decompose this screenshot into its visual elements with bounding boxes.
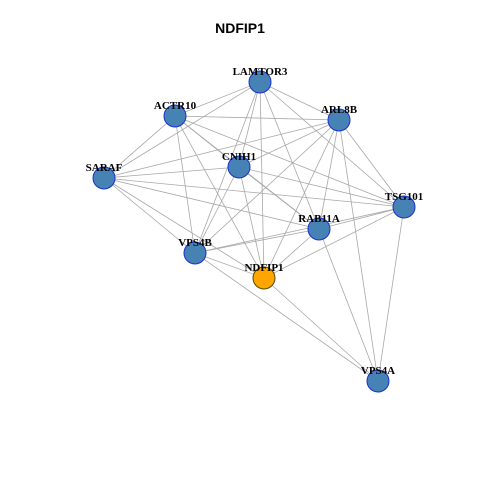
edge-arl8b-cnih1 (238, 119, 340, 168)
edge-cnih1-saraf (103, 166, 240, 179)
node-rab11a[interactable]: RAB11A (298, 213, 340, 241)
edge-saraf-vps4b (103, 177, 196, 254)
edge-tsg101-vps4a (377, 206, 405, 382)
graph-title: NDFIP1 (215, 20, 265, 36)
node-circle[interactable] (163, 104, 187, 128)
node-circle[interactable] (92, 166, 116, 190)
edge-vps4b-vps4a (194, 252, 379, 382)
edge-rab11a-vps4a (318, 228, 379, 382)
node-ndfip1[interactable]: NDFIP1 (244, 262, 284, 290)
edge-ndfip1-vps4a (263, 277, 379, 382)
edge-lamtor3-saraf (103, 81, 261, 179)
node-label: VPS4B (178, 237, 212, 249)
edge-rab11a-ndfip1 (263, 228, 320, 279)
edge-arl8b-ndfip1 (263, 119, 340, 279)
node-circle[interactable] (307, 217, 331, 241)
edge-lamtor3-vps4b (194, 81, 261, 254)
edge-layer (103, 81, 405, 382)
node-label: CNIH1 (222, 151, 256, 163)
edge-cnih1-vps4b (194, 166, 240, 254)
node-circle[interactable] (227, 155, 251, 179)
node-label: ACTR10 (154, 100, 197, 112)
node-label: ARL8B (321, 104, 358, 116)
edge-lamtor3-ndfip1 (259, 81, 265, 279)
edge-actr10-saraf (103, 115, 176, 179)
node-label: NDFIP1 (244, 262, 283, 274)
edge-actr10-tsg101 (174, 115, 405, 208)
edge-actr10-arl8b (174, 115, 340, 121)
node-circle[interactable] (392, 195, 416, 219)
node-label: VPS4A (361, 365, 395, 377)
node-label: TSG101 (385, 191, 424, 203)
edge-tsg101-vps4b (194, 206, 405, 254)
edge-tsg101-ndfip1 (263, 206, 405, 279)
node-circle[interactable] (252, 266, 276, 290)
edge-arl8b-rab11a (318, 119, 340, 230)
edge-tsg101-rab11a (318, 206, 405, 230)
edge-arl8b-vps4b (194, 119, 340, 254)
edge-cnih1-rab11a (238, 166, 320, 230)
node-label: SARAF (86, 162, 123, 174)
node-circle[interactable] (366, 369, 390, 393)
node-lamtor3[interactable]: LAMTOR3 (233, 66, 288, 94)
edge-saraf-tsg101 (103, 177, 405, 208)
edge-saraf-ndfip1 (103, 177, 265, 279)
edge-cnih1-ndfip1 (238, 166, 265, 279)
node-cnih1[interactable]: CNIH1 (222, 151, 256, 179)
node-label: RAB11A (298, 213, 340, 225)
node-circle[interactable] (248, 70, 272, 94)
edge-vps4b-ndfip1 (194, 252, 265, 279)
node-circle[interactable] (183, 241, 207, 265)
node-label: LAMTOR3 (233, 66, 288, 78)
edge-arl8b-vps4a (338, 119, 379, 382)
edge-lamtor3-tsg101 (259, 81, 405, 208)
edge-lamtor3-cnih1 (238, 81, 261, 168)
edge-rab11a-vps4b (194, 228, 320, 254)
edge-actr10-ndfip1 (174, 115, 265, 279)
node-vps4b[interactable]: VPS4B (178, 237, 212, 265)
node-vps4a[interactable]: VPS4A (361, 365, 395, 393)
edge-lamtor3-arl8b (259, 81, 340, 121)
edge-cnih1-tsg101 (238, 166, 405, 208)
edge-lamtor3-rab11a (259, 81, 320, 230)
edge-lamtor3-actr10 (174, 81, 261, 117)
edge-actr10-vps4b (174, 115, 196, 254)
node-arl8b[interactable]: ARL8B (321, 104, 358, 132)
edge-saraf-rab11a (103, 177, 320, 230)
edge-arl8b-tsg101 (338, 119, 405, 208)
node-circle[interactable] (327, 108, 351, 132)
node-actr10[interactable]: ACTR10 (154, 100, 197, 128)
edge-arl8b-saraf (103, 119, 340, 179)
node-tsg101[interactable]: TSG101 (385, 191, 424, 219)
node-saraf[interactable]: SARAF (86, 162, 123, 190)
